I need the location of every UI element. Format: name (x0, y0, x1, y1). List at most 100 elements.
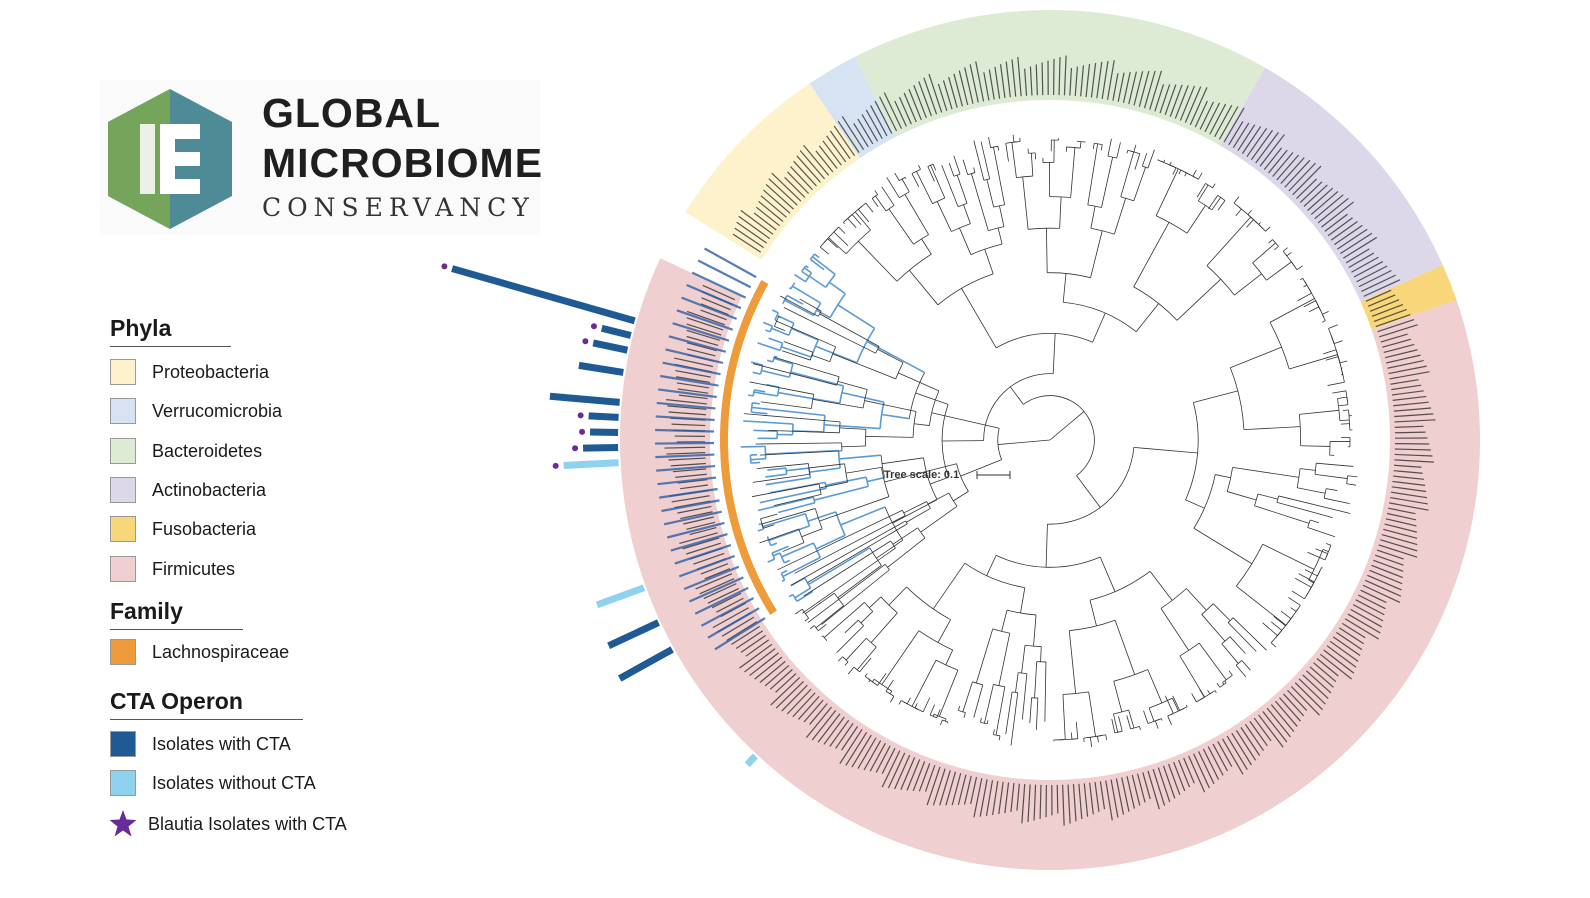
legend-phyla: Phyla (110, 315, 232, 347)
tree-branch (1241, 660, 1251, 671)
legend-item-firmicutes: Firmicutes (110, 555, 235, 583)
leaf-label-mark (970, 776, 978, 805)
leaf-label-mark (835, 722, 854, 749)
tree-branch-arc (774, 316, 779, 327)
tree-branch-arc (997, 428, 1003, 460)
tree-branch (760, 450, 842, 456)
tree-branch (801, 270, 809, 277)
tree-branch (1035, 698, 1039, 730)
tree-branch (1265, 226, 1271, 232)
tree-branch (747, 394, 754, 397)
leaf-label-mark (1157, 767, 1171, 803)
legend-label: Bacteroidetes (152, 440, 263, 461)
tree-branch-arc (1196, 696, 1205, 703)
tree-branch-arc (948, 492, 958, 507)
leaf-label-mark (1382, 338, 1412, 348)
leaf-label-mark (1394, 413, 1434, 418)
leaf-label-mark (680, 511, 713, 520)
leaf-label-mark (686, 335, 719, 347)
cta-bar (563, 459, 619, 469)
tree-branch (1212, 603, 1231, 621)
tree-branch-arc (932, 197, 945, 205)
tree-branch-arc (819, 238, 828, 248)
tree-branch-arc (1179, 706, 1188, 711)
tree-branch (936, 709, 941, 718)
tree-branch (1307, 551, 1326, 561)
tree-branch (911, 173, 920, 188)
lachno-leaf-label (668, 335, 727, 353)
tree-branch (765, 476, 811, 486)
leaf-label-mark (1361, 274, 1396, 293)
tree-branch (771, 545, 789, 554)
leaf-label-mark (1294, 682, 1323, 711)
tree-branch (838, 226, 846, 234)
tree-branch (1105, 734, 1108, 740)
lachno-leaf-label (678, 554, 736, 578)
tree-branch (1337, 396, 1347, 399)
lachno-leaf-label (703, 247, 757, 279)
tree-branch (809, 467, 841, 473)
leaf-label-mark (1041, 62, 1044, 96)
tree-branch-arc (858, 619, 864, 627)
tree-branch-arc (1285, 618, 1292, 627)
leaf-label-mark (1072, 784, 1077, 822)
leaf-label-mark (1288, 162, 1316, 192)
tree-branch (1235, 208, 1242, 217)
tree-branch-arc (752, 389, 755, 397)
leaf-label-mark (683, 516, 714, 525)
tree-branch (988, 136, 992, 148)
leaf-label-mark (1299, 181, 1323, 203)
leaf-label-mark (900, 757, 916, 790)
leaf-label-mark (711, 592, 742, 609)
tree-branch (868, 596, 882, 609)
tree-branch-arc (896, 253, 932, 282)
tree-branch (1040, 646, 1042, 662)
tree-branch-arc (923, 457, 938, 500)
tree-branch (811, 354, 830, 362)
tree-branch (1274, 246, 1279, 251)
tree-branch (1339, 419, 1350, 422)
leaf-label-mark (1122, 71, 1131, 104)
leaf-label-mark (1336, 631, 1363, 651)
leaf-label-mark (1387, 359, 1424, 369)
tree-branch (757, 496, 814, 512)
tree-branch (840, 506, 886, 526)
tree-branch (1172, 695, 1181, 711)
tree-branch (751, 411, 768, 415)
tree-branch (1297, 487, 1326, 494)
tree-branch-arc (1227, 617, 1234, 623)
tree-branch (1059, 196, 1062, 229)
leaf-label-mark (1021, 784, 1026, 824)
leaf-label-mark (1384, 349, 1418, 359)
leaf-label-mark (753, 212, 777, 231)
tree-branch-arc (1337, 398, 1341, 421)
leaf-label-mark (686, 310, 725, 326)
leaf-label-mark (1342, 236, 1378, 259)
tree-branch (760, 401, 812, 409)
leaf-label-mark (870, 105, 888, 137)
tree-branch (1315, 548, 1328, 555)
tree-branch-arc (1013, 141, 1021, 143)
tree-branch (1323, 349, 1337, 355)
tree-branch-arc (1201, 603, 1214, 615)
tree-branch (1216, 682, 1221, 688)
lachno-leaf-label (658, 388, 717, 399)
tree-branch (815, 345, 858, 364)
tree-branch (1333, 340, 1343, 344)
leaf-label-mark (1056, 784, 1059, 814)
leaf-label-mark (1371, 564, 1403, 579)
tree-branch (809, 258, 825, 271)
blautia-star-mark (552, 462, 559, 469)
tree-branch (1171, 698, 1179, 712)
tree-branch-arc (993, 204, 1005, 208)
tree-branch-arc (866, 637, 877, 648)
leaf-label-mark (1226, 735, 1248, 770)
leaf-label-mark (765, 183, 795, 210)
tree-branch-arc (1094, 142, 1103, 145)
legend-label: Actinobacteria (152, 479, 267, 500)
leaf-label-mark (1199, 101, 1215, 130)
leaf-label-mark (700, 563, 729, 575)
leaf-label-mark (1339, 232, 1373, 255)
tree-branch-arc (792, 594, 798, 602)
tree-branch-arc (1346, 475, 1349, 484)
